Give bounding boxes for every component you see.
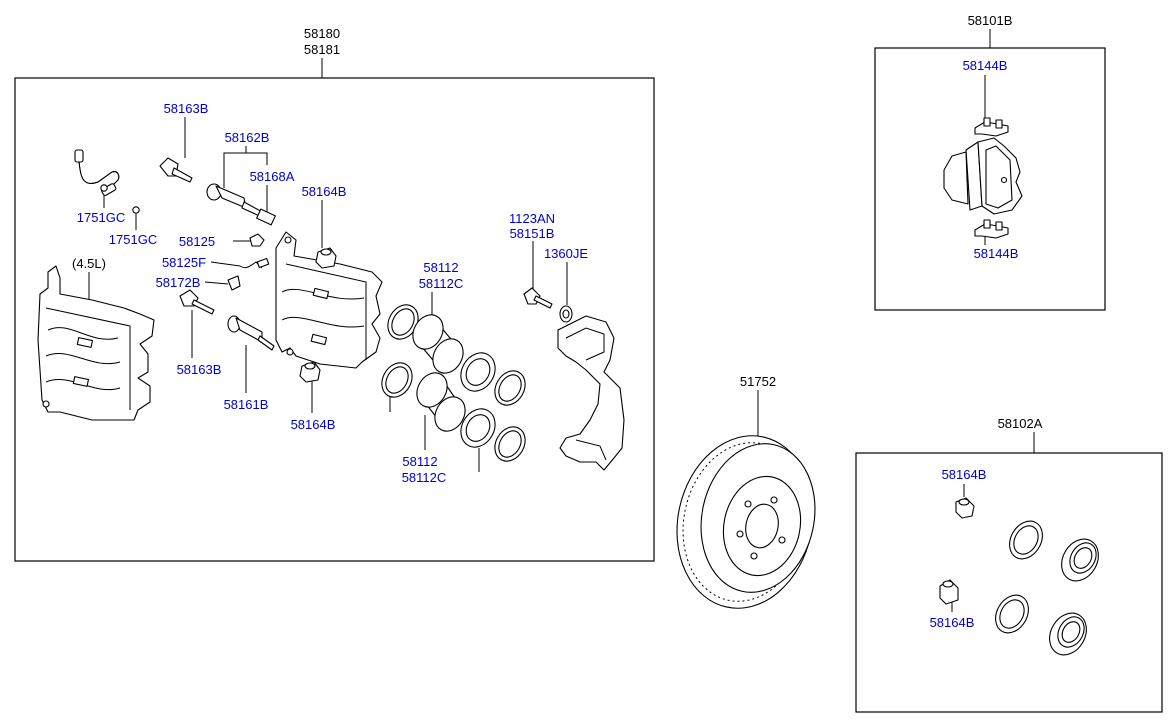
brake-hose-part <box>74 149 120 196</box>
bolt-1123an-part <box>523 287 553 309</box>
boot-58164b-kit-top-part <box>955 497 975 519</box>
label-58125f[interactable]: 58125F <box>162 255 206 270</box>
bleeder-58125-part <box>249 233 265 247</box>
label-58125[interactable]: 58125 <box>179 234 215 249</box>
washer-1360je-part <box>559 305 573 323</box>
label-58172b[interactable]: 58172B <box>156 275 201 290</box>
label-58112-top[interactable]: 58112 <box>423 260 458 275</box>
label-58162b[interactable]: 58162B <box>225 130 270 145</box>
boot-58164b-top-part <box>315 247 337 269</box>
label-58164b-bottom[interactable]: 58164B <box>291 417 336 432</box>
label-58161b[interactable]: 58161B <box>224 397 269 412</box>
pad-sensor-58125f-part <box>239 257 270 269</box>
label-1751gc-a[interactable]: 1751GC <box>77 210 125 225</box>
label-1360je[interactable]: 1360JE <box>544 246 588 261</box>
label-1751gc-b[interactable]: 1751GC <box>109 232 157 247</box>
label-note-4-5l: (4.5L) <box>72 256 106 271</box>
caliper-housing-inner-part <box>275 231 383 369</box>
caliper-housing-outer-part <box>37 265 155 421</box>
part-labels: 58180 58181 (4.5L) 51752 58101B 58102A 5… <box>72 13 1043 630</box>
label-58164b-kit-bottom[interactable]: 58164B <box>930 615 975 630</box>
boot-58164b-kit-bottom-part <box>939 579 959 605</box>
dust-boot-kit-top-part <box>1061 538 1099 582</box>
brake-pad-set-part <box>943 137 1023 215</box>
label-58164b-kit-top[interactable]: 58164B <box>942 467 987 482</box>
label-58163b-bottom[interactable]: 58163B <box>177 362 222 377</box>
dust-boot-kit-bottom-part <box>1049 612 1087 656</box>
label-58112c-bottom[interactable]: 58112C <box>402 470 447 485</box>
label-58163b-top[interactable]: 58163B <box>164 101 209 116</box>
label-assembly-58181[interactable]: 58181 <box>304 42 340 57</box>
washer-1751gc-b-part <box>132 206 140 214</box>
label-58144b-bottom[interactable]: 58144B <box>974 246 1019 261</box>
label-seal-kit-58102a[interactable]: 58102A <box>998 416 1043 431</box>
label-58168a[interactable]: 58168A <box>250 169 295 184</box>
label-pad-kit-58101b[interactable]: 58101B <box>968 13 1013 28</box>
label-assembly-58180[interactable]: 58180 <box>304 26 340 41</box>
caliper-assembly-frame <box>14 77 655 562</box>
piston-seal-set-58112-bottom-part <box>381 362 526 462</box>
seal-kit-frame <box>855 452 1163 713</box>
bushing-58168a-part <box>256 208 276 226</box>
boot-58164b-bottom-part <box>299 361 321 383</box>
piston-seal-set-58112-top-part <box>387 304 526 406</box>
brake-disc-part <box>676 435 816 609</box>
washer-1751gc-a-part <box>100 184 108 192</box>
pad-clip-58144b-top-part <box>974 117 1009 137</box>
label-58164b-top[interactable]: 58164B <box>302 184 347 199</box>
bolt-58163b-bottom-part <box>179 289 215 315</box>
guide-pin-58161b-part <box>227 315 275 351</box>
label-1123an[interactable]: 1123AN <box>509 211 555 226</box>
label-disc-51752[interactable]: 51752 <box>740 374 776 389</box>
pad-clip-58144b-bottom-part <box>974 219 1009 239</box>
guide-pin-58162b-part <box>206 183 267 219</box>
label-58151b[interactable]: 58151B <box>510 226 555 241</box>
seal-ring-kit-bottom-part <box>995 594 1029 634</box>
label-58112c-top[interactable]: 58112C <box>419 276 464 291</box>
label-58144b-top[interactable]: 58144B <box>963 58 1008 73</box>
seal-ring-kit-top-part <box>1009 520 1043 560</box>
caliper-bracket-part <box>557 315 625 471</box>
label-58112-bottom[interactable]: 58112 <box>402 454 437 469</box>
bolt-58163b-top-part <box>159 157 193 183</box>
clip-58172b-part <box>227 275 241 291</box>
